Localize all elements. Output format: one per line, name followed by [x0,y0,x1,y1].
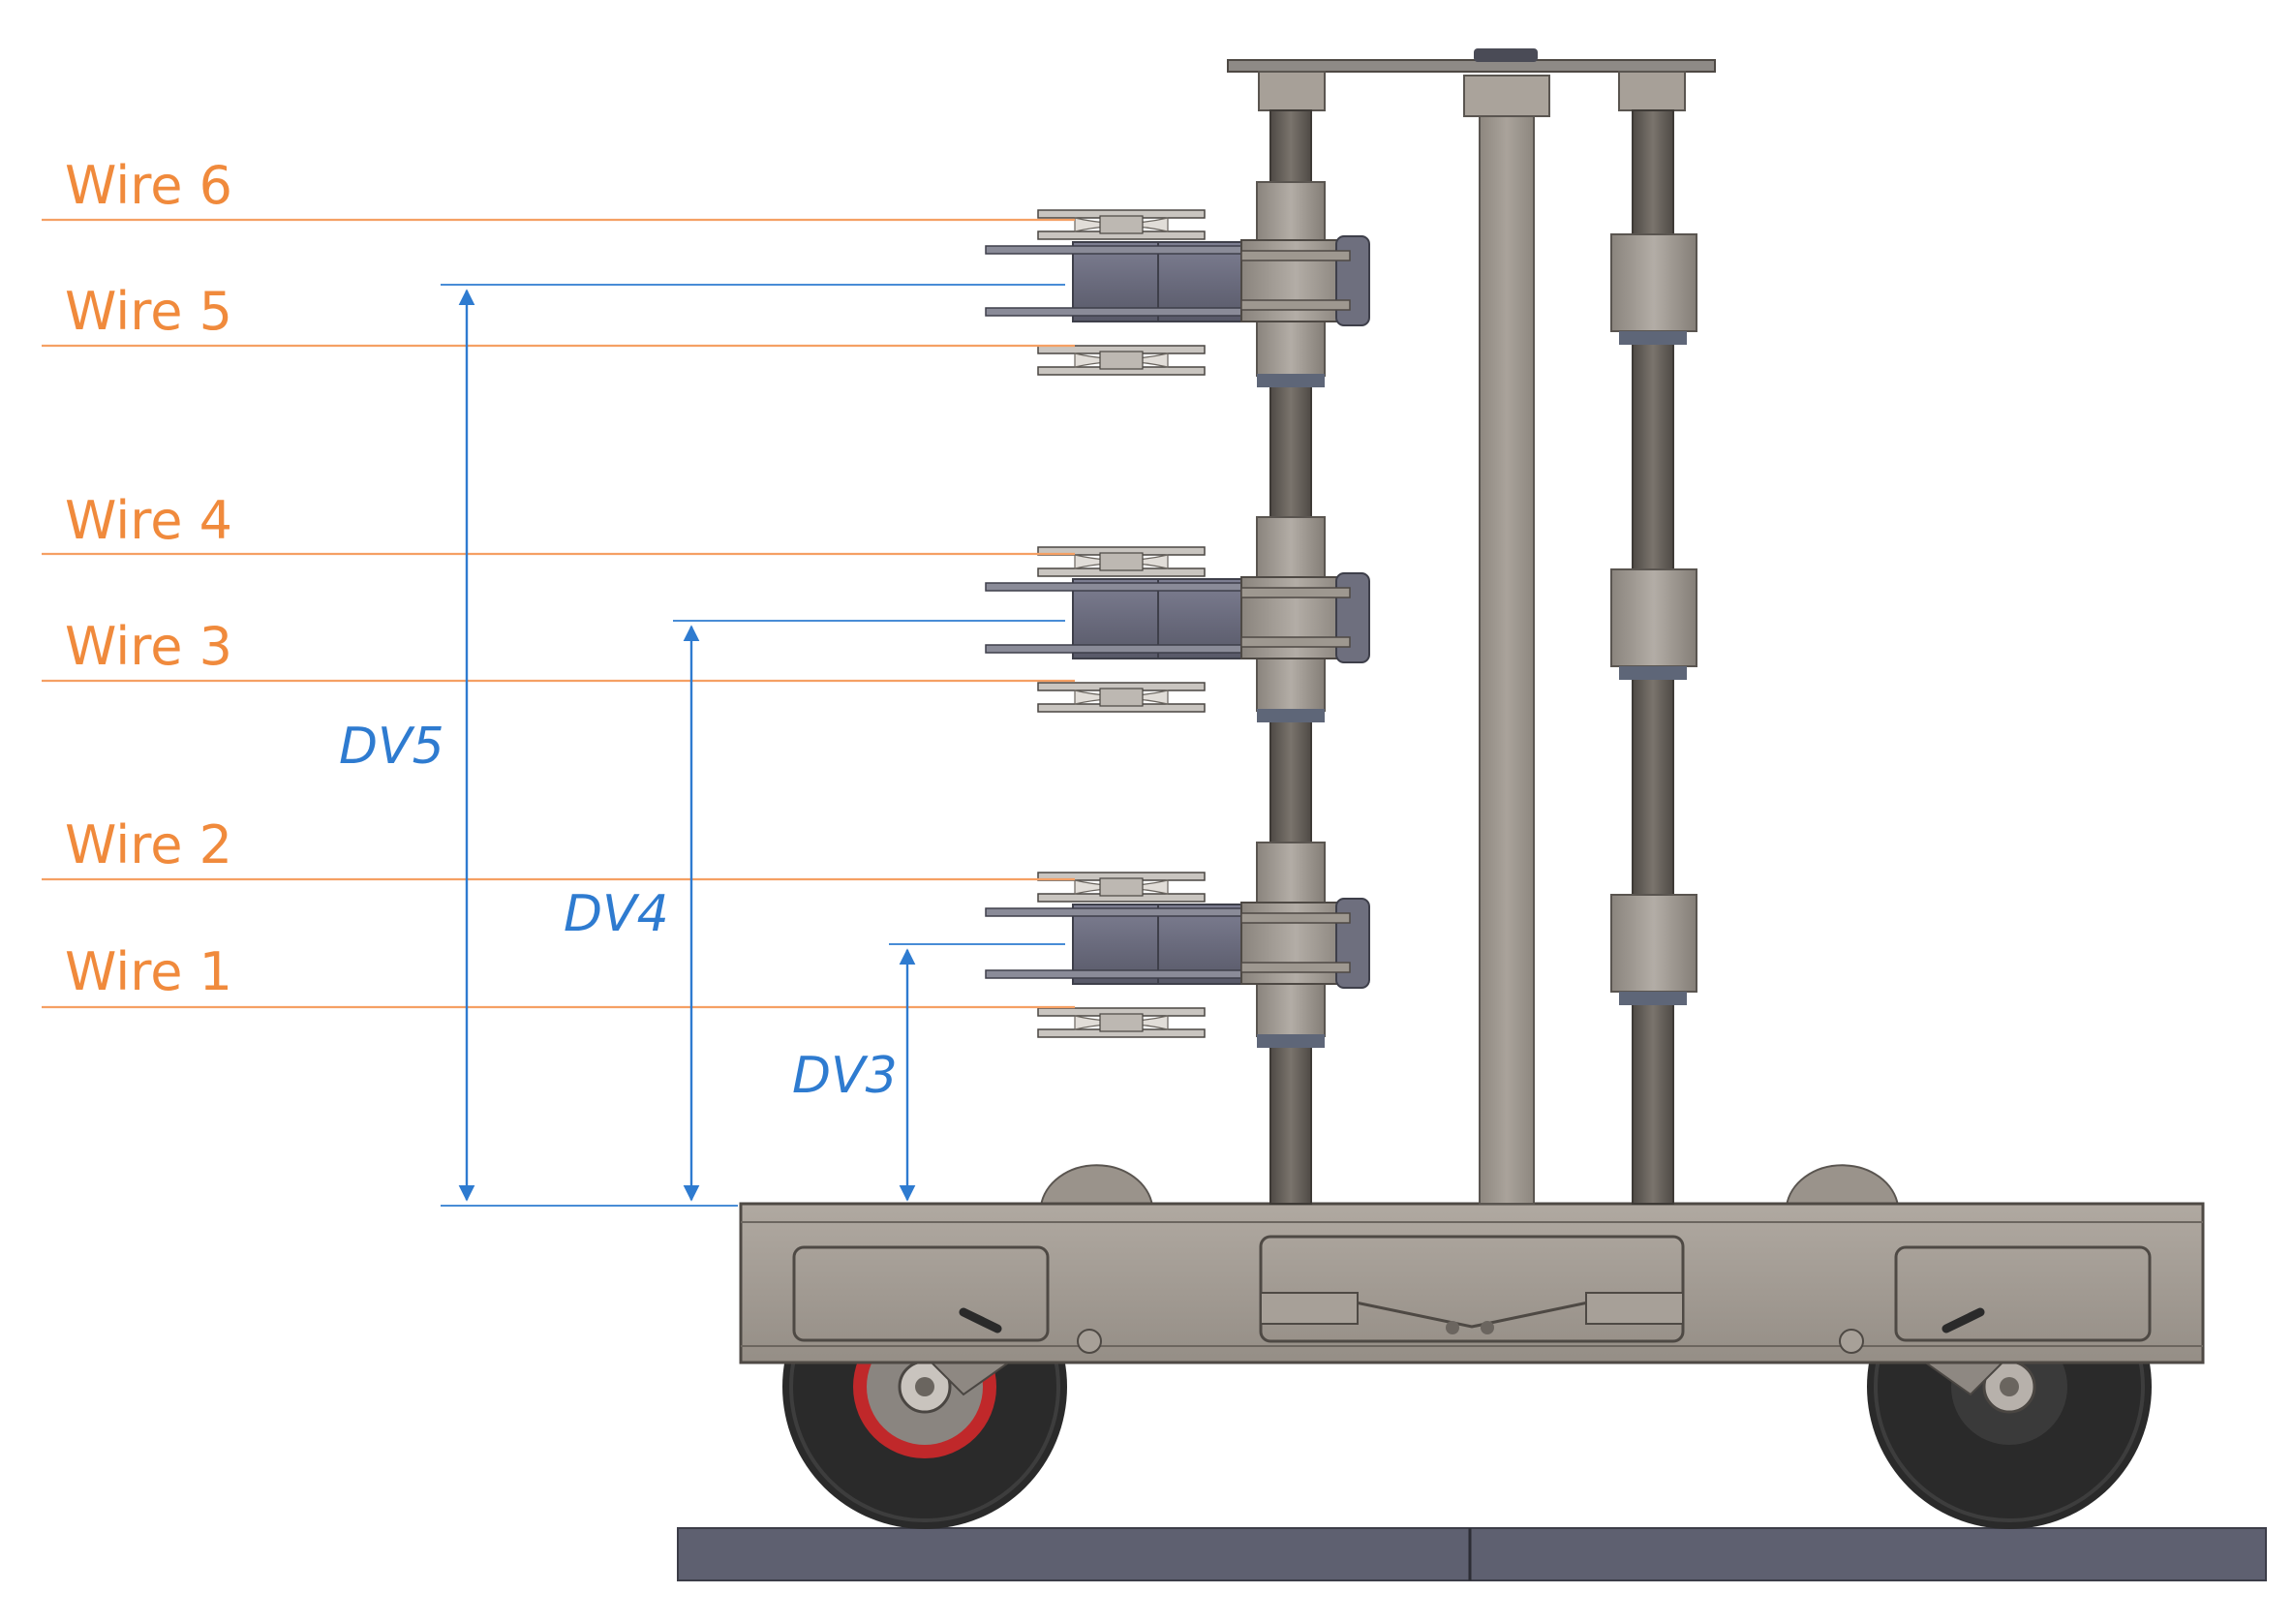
pulley-lower-bottom [1037,1007,1206,1038]
right-rod [1610,109,1697,1205]
top-plate [1227,48,1716,111]
center-pole [1463,75,1550,1205]
dv3-label: DV3 [792,1047,898,1105]
wheel-housing-tops [1039,1164,1900,1207]
pulley-lower-top [1037,872,1206,903]
clamp-assemblies [985,209,1370,1038]
wire-5: Wire 5 [42,281,1075,348]
dimension-dv5: DV5 [339,284,1065,1202]
clamp-lower [985,872,1370,1038]
wire-6-label: Wire 6 [65,155,232,216]
dimension-dv4: DV4 [564,620,1065,1202]
pulley-upper-top [1037,209,1206,240]
pulley-middle-top [1037,546,1206,577]
wire-4: Wire 4 [42,490,1075,556]
wire-1: Wire 1 [42,941,1075,1009]
chassis-frame [739,1202,2205,1364]
dv4-label: DV4 [564,885,669,943]
dv5-label: DV5 [339,718,444,776]
wire-3: Wire 3 [42,616,1075,683]
rail [677,1527,2267,1581]
clamp-middle [985,546,1370,713]
dimension-dv3: DV3 [792,943,1065,1202]
wire-6: Wire 6 [42,155,1075,222]
wire-2: Wire 2 [42,814,1075,881]
wire-5-label: Wire 5 [65,281,232,342]
wire-4-label: Wire 4 [65,490,232,551]
pulley-middle-bottom [1037,682,1206,713]
clamp-upper [985,209,1370,376]
wire-1-label: Wire 1 [65,941,232,1002]
pulley-upper-bottom [1037,345,1206,376]
wire-3-label: Wire 3 [65,616,232,677]
wire-2-label: Wire 2 [65,814,232,875]
